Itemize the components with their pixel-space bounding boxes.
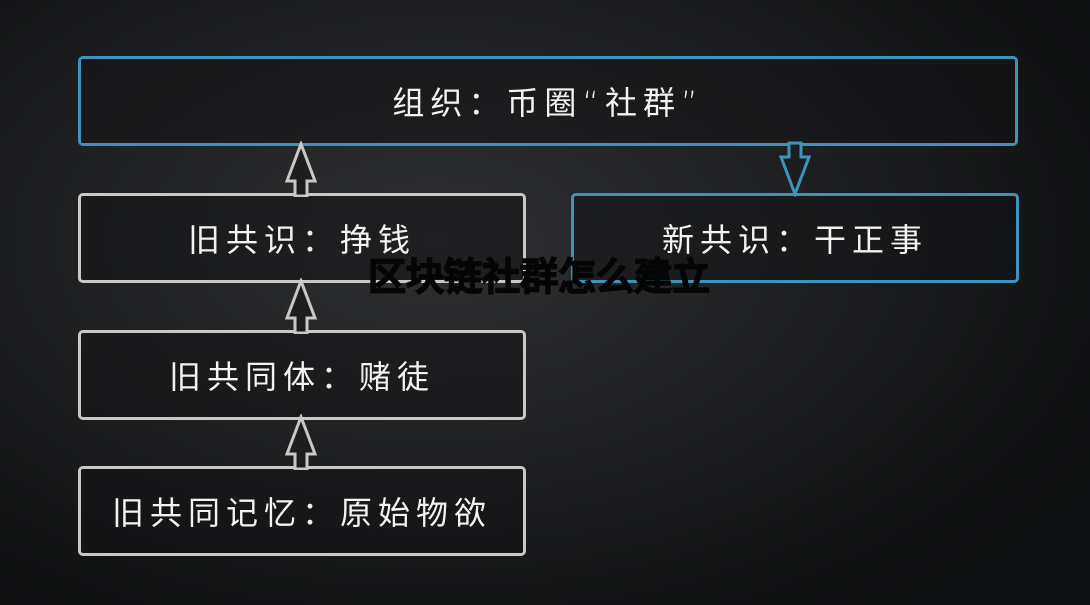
- node-new-consensus-label: 新共识：干正事: [661, 221, 928, 259]
- node-organization: 组织：币圈“社群”: [78, 56, 1018, 146]
- node-old-memory: 旧共同记忆：原始物欲: [78, 466, 526, 556]
- arrow-up-icon: [284, 278, 318, 334]
- node-organization-label: 组织：币圈“社群”: [392, 84, 704, 122]
- node-old-community-label: 旧共同体：赌徒: [168, 358, 435, 396]
- node-old-community: 旧共同体：赌徒: [78, 330, 526, 420]
- arrow-up-icon: [284, 141, 318, 197]
- node-old-memory-label: 旧共同记忆：原始物欲: [111, 494, 492, 532]
- node-new-consensus: 新共识：干正事: [571, 193, 1019, 283]
- overlay-title: 区块链社群怎么建立: [367, 254, 711, 300]
- arrow-up-icon: [284, 414, 318, 470]
- node-old-consensus: 旧共识：挣钱: [78, 193, 526, 283]
- arrow-down-icon: [779, 141, 811, 197]
- node-old-consensus-label: 旧共识：挣钱: [187, 221, 416, 259]
